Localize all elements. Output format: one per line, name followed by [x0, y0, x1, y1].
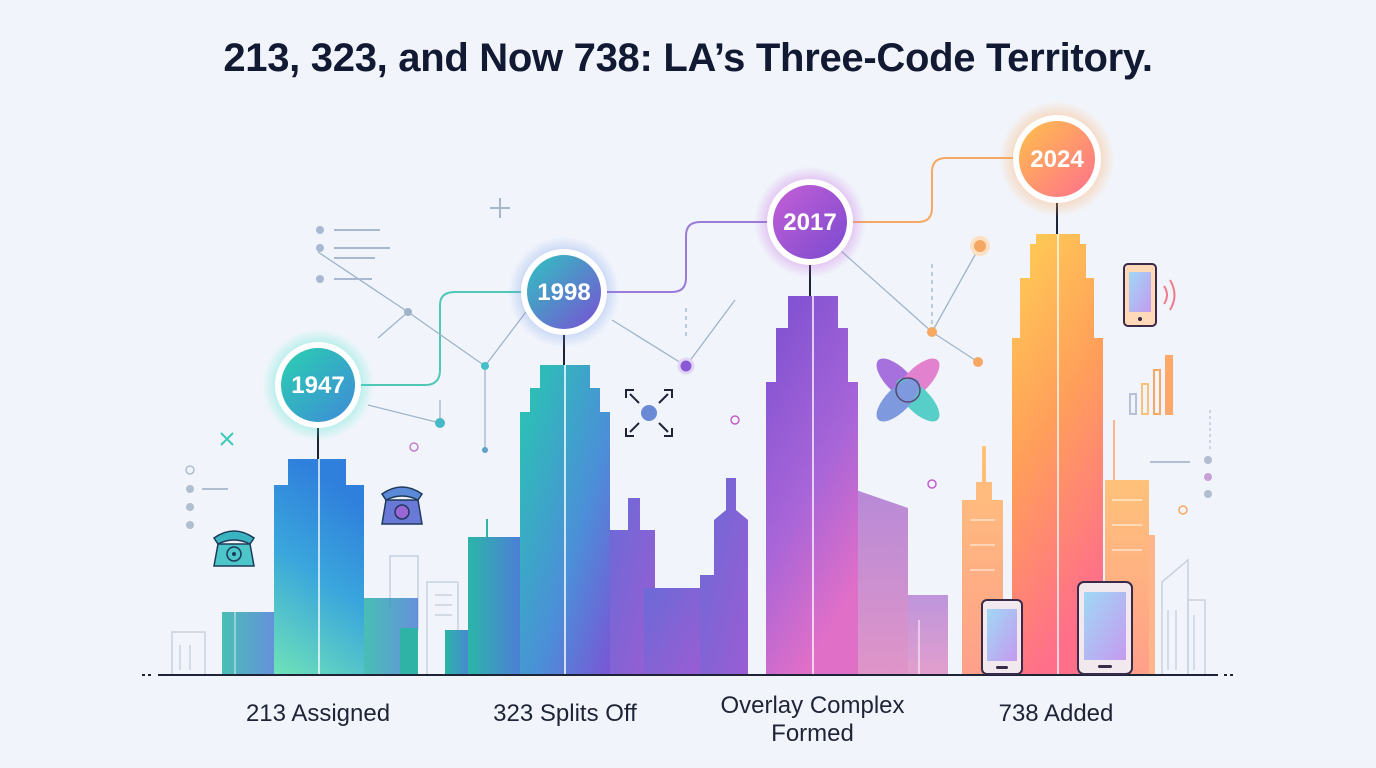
milestone-badge-1947: 1947	[262, 329, 374, 441]
building-1998-back	[445, 498, 700, 675]
plus-icon	[490, 198, 510, 218]
network-decoration	[317, 245, 981, 450]
milestone-label-2017: Overlay Complex Formed	[720, 692, 905, 747]
building-2024-tower	[1012, 234, 1103, 675]
network-nodes	[404, 236, 1188, 515]
cross-icon	[220, 432, 234, 446]
milestone-label-1947: 213 Assigned	[245, 700, 391, 727]
building-2017-back	[700, 478, 948, 675]
milestone-year: 2017	[783, 209, 836, 236]
building-1947-back	[222, 598, 418, 675]
venn-petals-icon	[876, 358, 940, 422]
building-2017-tower	[766, 296, 858, 675]
milestone-label-2024: 738 Added	[998, 700, 1114, 727]
background-outline-buildings	[171, 555, 1206, 675]
milestone-badge-2024: 2024	[999, 101, 1115, 217]
rotary-phone-icon	[212, 530, 256, 567]
milestone-year: 1947	[291, 372, 344, 399]
timeline-connector	[360, 157, 1014, 386]
dot-column-left-icon	[185, 465, 228, 529]
list-lines-icon	[316, 226, 390, 283]
focus-frame-icon	[625, 389, 673, 437]
dot-column-right-icon	[1150, 410, 1212, 498]
milestone-year: 2024	[1030, 146, 1084, 173]
tablet-icon	[1077, 581, 1133, 675]
smartphone-icon	[981, 599, 1023, 675]
building-1947-tower	[274, 459, 364, 675]
milestone-year: 1998	[537, 279, 590, 306]
milestone-badge-1998: 1998	[508, 236, 620, 348]
building-1998-tower	[520, 365, 610, 675]
mobile-signal-icon	[1123, 263, 1176, 327]
milestone-label-1998: 323 Splits Off	[493, 700, 637, 727]
page-title: 213, 323, and Now 738: LA’s Three-Code T…	[223, 36, 1153, 80]
rotary-phone-icon	[380, 486, 424, 525]
signal-bars-icon	[1129, 355, 1173, 415]
milestone-badge-2017: 2017	[754, 166, 866, 278]
